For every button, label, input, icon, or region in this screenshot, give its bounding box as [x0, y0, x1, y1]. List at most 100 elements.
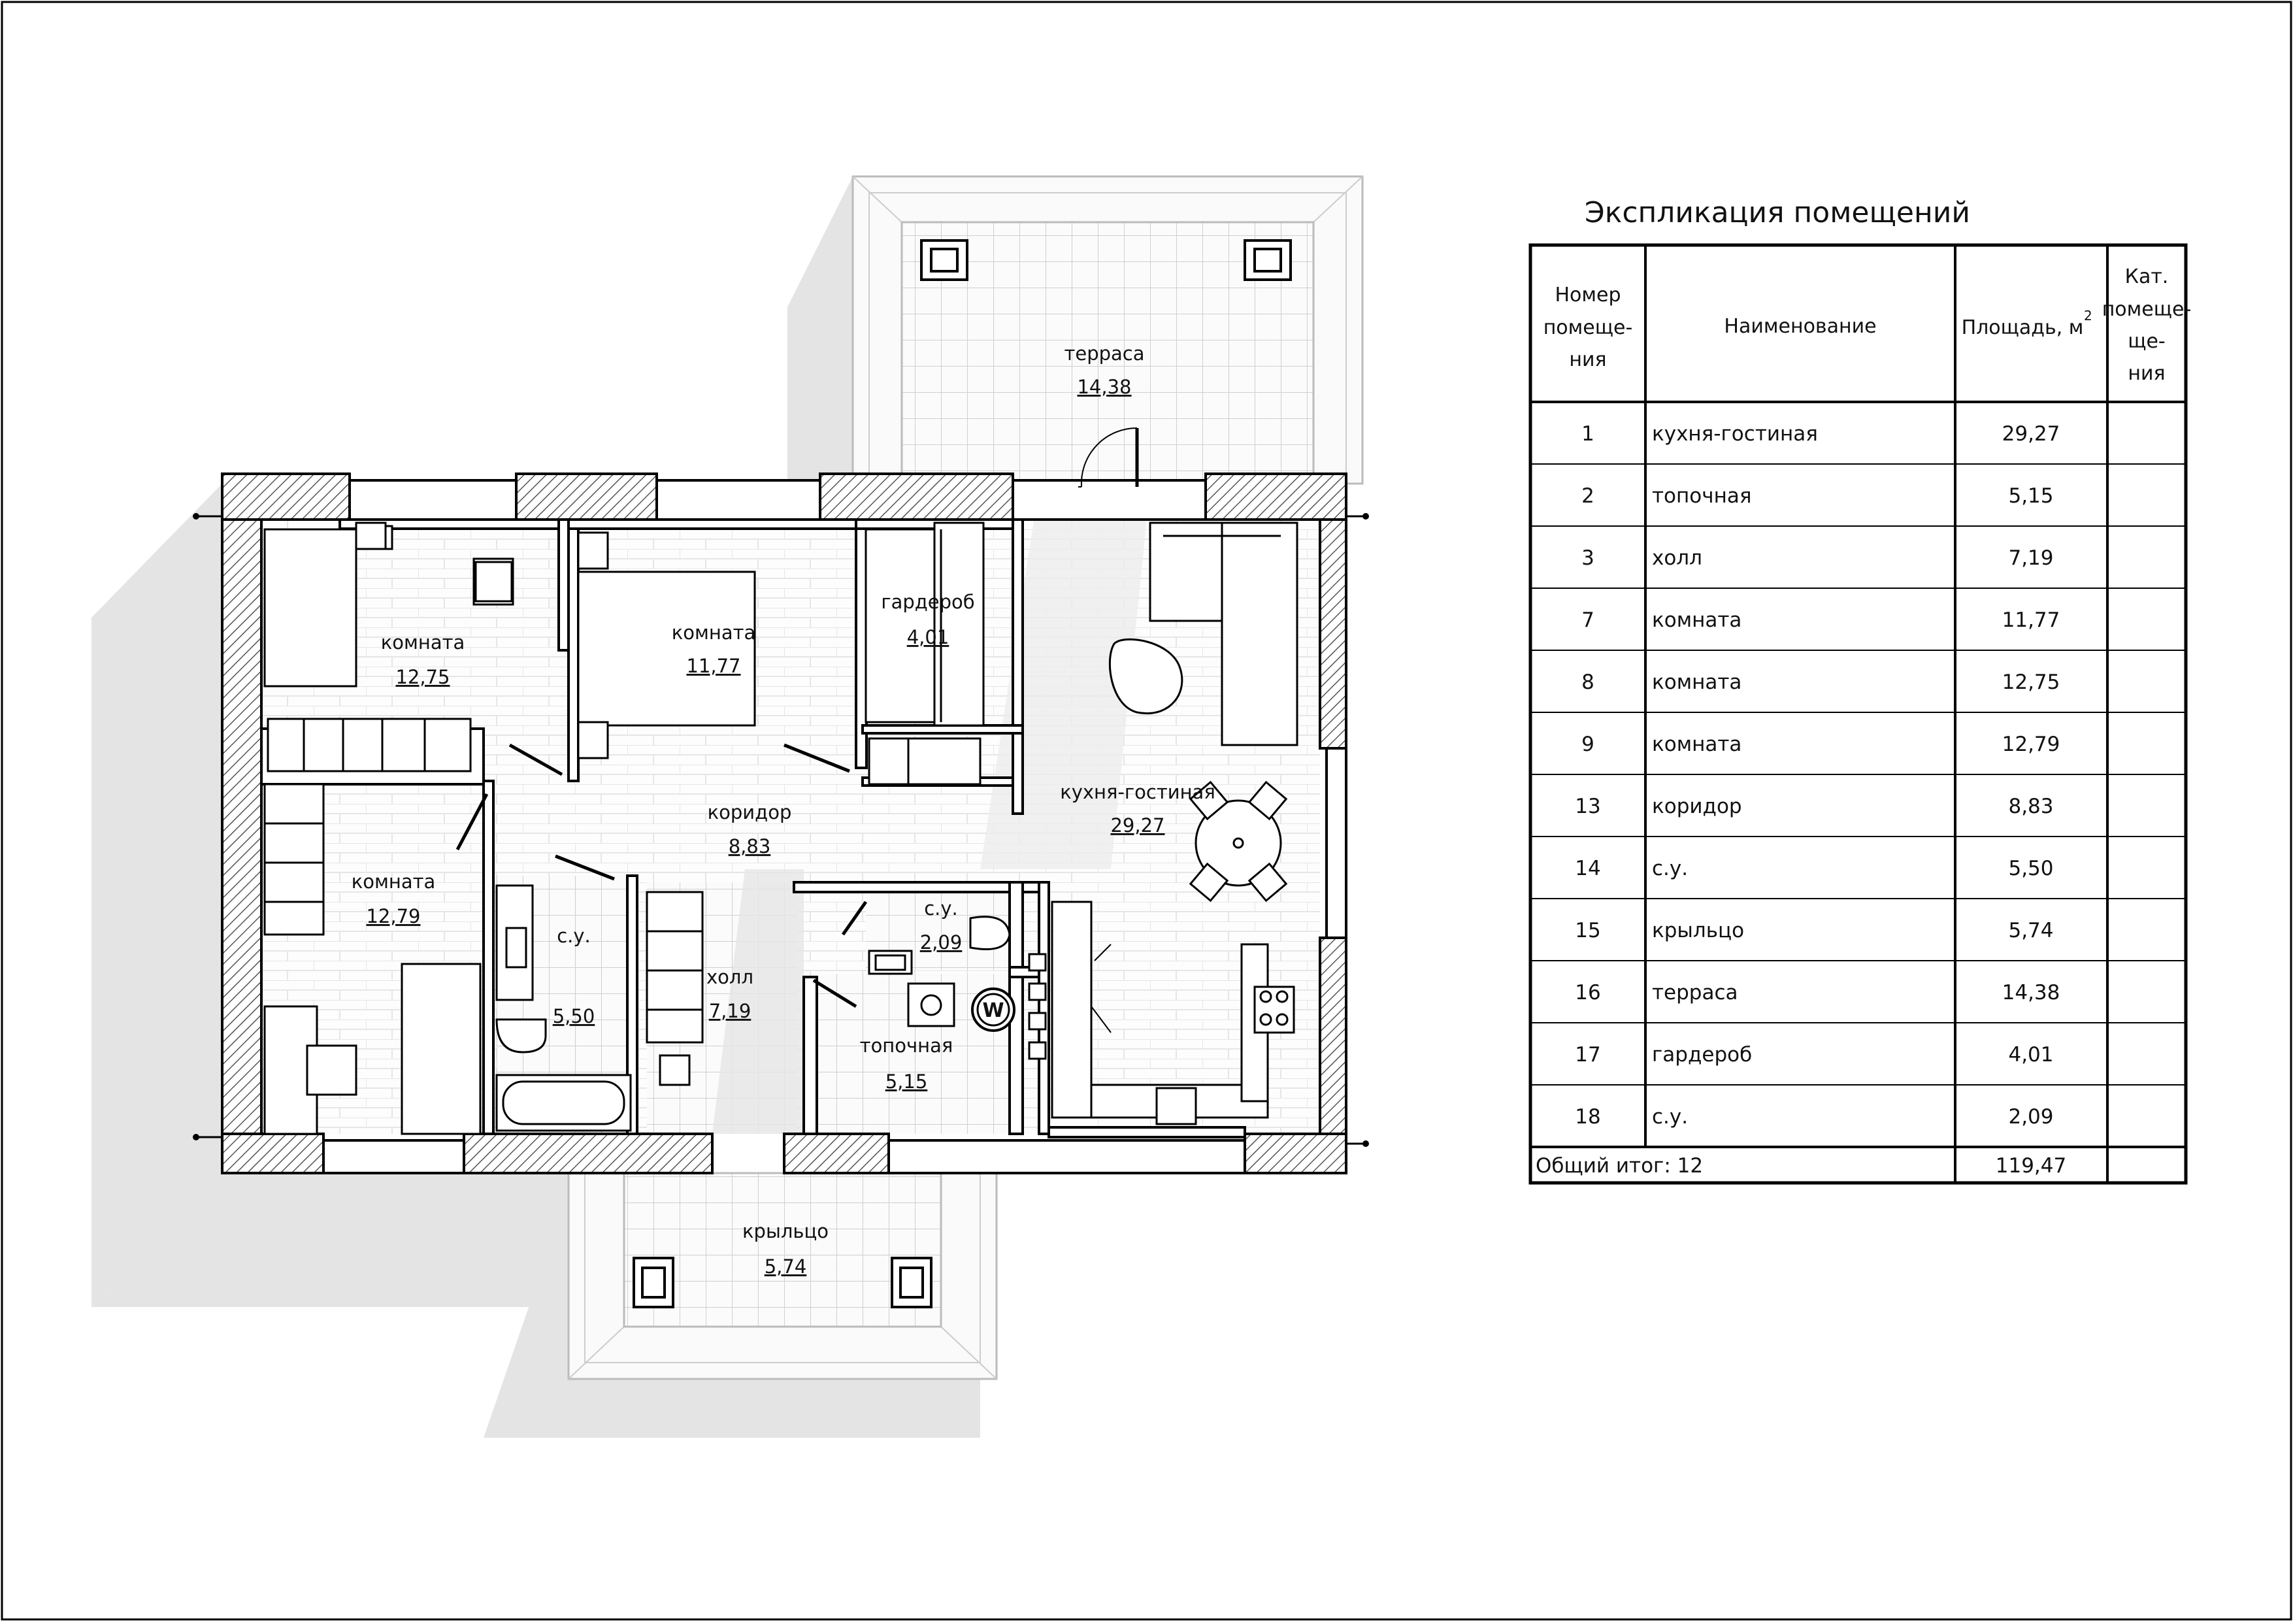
- row-name: комната: [1652, 608, 1741, 632]
- row-area: 5,15: [2008, 484, 2053, 508]
- room-area-corridor: 8,83: [729, 835, 771, 857]
- row-area: 5,74: [2008, 919, 2053, 942]
- table-row: 17 гардероб 4,01: [1575, 1043, 2053, 1067]
- room-area-hall: 7,19: [709, 1000, 751, 1022]
- room-area-bath-small: 2,09: [920, 931, 963, 953]
- row-number: 2: [1581, 484, 1594, 508]
- row-name: комната: [1652, 671, 1741, 694]
- row-name: гардероб: [1652, 1043, 1752, 1067]
- row-area: 7,19: [2008, 546, 2053, 570]
- header-area: Площадь, м: [1962, 316, 2084, 339]
- row-name: холл: [1652, 546, 1702, 570]
- table-row: 1 кухня-гостиная 29,27: [1581, 422, 2060, 446]
- room-area-porch: 5,74: [765, 1255, 807, 1278]
- header-name: Наименование: [1724, 315, 1876, 338]
- row-name: кухня-гостиная: [1652, 422, 1818, 446]
- room-area-room-bottom-left: 12,79: [366, 905, 420, 927]
- row-number: 3: [1581, 546, 1594, 570]
- room-area-boiler: 5,15: [885, 1070, 928, 1093]
- total-label: Общий итог: 12: [1536, 1154, 1703, 1178]
- header-category-line2: помеще-: [2102, 298, 2192, 321]
- room-name-wardrobe: гардероб: [881, 591, 974, 613]
- doors[interactable]: [455, 427, 1139, 1033]
- row-area: 5,50: [2008, 857, 2053, 880]
- room-labels: терраса 14,38 комната 12,75 комната 11,7…: [352, 342, 1215, 1278]
- table-row: 2 топочная 5,15: [1581, 484, 2053, 508]
- table-row: 14 с.у. 5,50: [1575, 857, 2053, 880]
- row-number: 1: [1581, 422, 1594, 446]
- header-number-line2: помеще-: [1543, 316, 1633, 339]
- header-category-line4: ния: [2128, 362, 2165, 385]
- table-row: 13 коридор 8,83: [1575, 795, 2053, 818]
- room-name-boiler: топочная: [860, 1035, 953, 1057]
- row-name: коридор: [1652, 795, 1742, 818]
- table-row: 15 крыльцо 5,74: [1575, 919, 2053, 942]
- table-row: 8 комната 12,75: [1581, 671, 2060, 694]
- room-area-wardrobe: 4,01: [907, 626, 949, 648]
- header-number-line1: Номер: [1555, 284, 1621, 307]
- room-area-room-top-mid: 11,77: [686, 655, 740, 677]
- room-name-corridor: коридор: [708, 801, 792, 823]
- header-category-line1: Кат.: [2125, 265, 2169, 288]
- row-number: 7: [1581, 608, 1594, 632]
- row-area: 29,27: [2002, 422, 2060, 446]
- row-number: 13: [1575, 795, 1600, 818]
- room-name-porch: крыльцо: [742, 1220, 829, 1242]
- room-name-bath-small: с.у.: [924, 897, 958, 920]
- terrace-column: [1244, 239, 1292, 281]
- room-name-hall: холл: [706, 966, 753, 988]
- explication-table: Экспликация помещений Номер помеще- ния …: [1528, 196, 2192, 1185]
- porch: [567, 1172, 998, 1380]
- row-area: 4,01: [2008, 1043, 2053, 1067]
- row-name: с.у.: [1652, 1105, 1688, 1129]
- porch-column: [633, 1257, 674, 1308]
- table-title: Экспликация помещений: [1585, 196, 1970, 229]
- row-number: 15: [1575, 919, 1600, 942]
- row-area: 12,79: [2002, 733, 2060, 756]
- total-area: 119,47: [1996, 1154, 2066, 1178]
- row-name: крыльцо: [1652, 919, 1744, 942]
- table-row: 18 с.у. 2,09: [1575, 1105, 2053, 1129]
- row-name: с.у.: [1652, 857, 1688, 880]
- boiler-symbol: W: [971, 987, 1015, 1032]
- room-name-room-bottom-left: комната: [352, 870, 436, 893]
- room-area-kitchen-living: 29,27: [1110, 814, 1164, 837]
- room-name-room-top-left: комната: [381, 631, 465, 654]
- room-area-terrace: 14,38: [1077, 376, 1131, 398]
- row-area: 2,09: [2008, 1105, 2053, 1129]
- row-area: 14,38: [2002, 981, 2060, 1004]
- row-area: 12,75: [2002, 671, 2060, 694]
- terrace: [851, 175, 1364, 485]
- row-number: 16: [1575, 981, 1600, 1004]
- table-row: 3 холл 7,19: [1581, 546, 2053, 570]
- row-name: топочная: [1652, 484, 1752, 508]
- room-name-bath-large: с.у.: [557, 925, 591, 947]
- header-number-line3: ния: [1569, 348, 1606, 371]
- furniture: [263, 522, 1298, 1135]
- row-number: 17: [1575, 1043, 1600, 1067]
- row-number: 8: [1581, 671, 1594, 694]
- room-area-room-top-left: 12,75: [395, 666, 450, 688]
- room-name-terrace: терраса: [1064, 342, 1144, 365]
- table-row: 7 комната 11,77: [1581, 608, 2060, 632]
- boiler-label: W: [982, 999, 1004, 1022]
- room-area-bath-large: 5,50: [553, 1005, 595, 1027]
- row-name: комната: [1652, 733, 1741, 756]
- porch-column: [891, 1257, 932, 1308]
- row-name: терраса: [1652, 981, 1738, 1004]
- row-area: 8,83: [2008, 795, 2053, 818]
- row-area: 11,77: [2002, 608, 2060, 632]
- header-category-line3: ще-: [2128, 330, 2166, 353]
- room-name-kitchen-living: кухня-гостиная: [1060, 781, 1215, 803]
- table-row: 16 терраса 14,38: [1575, 981, 2060, 1004]
- row-number: 14: [1575, 857, 1600, 880]
- terrace-column: [920, 239, 968, 281]
- row-number: 18: [1575, 1105, 1600, 1129]
- table-row: 9 комната 12,79: [1581, 733, 2060, 756]
- row-number: 9: [1581, 733, 1594, 756]
- room-name-room-top-mid: комната: [672, 621, 756, 644]
- header-area-superscript: 2: [2084, 308, 2092, 323]
